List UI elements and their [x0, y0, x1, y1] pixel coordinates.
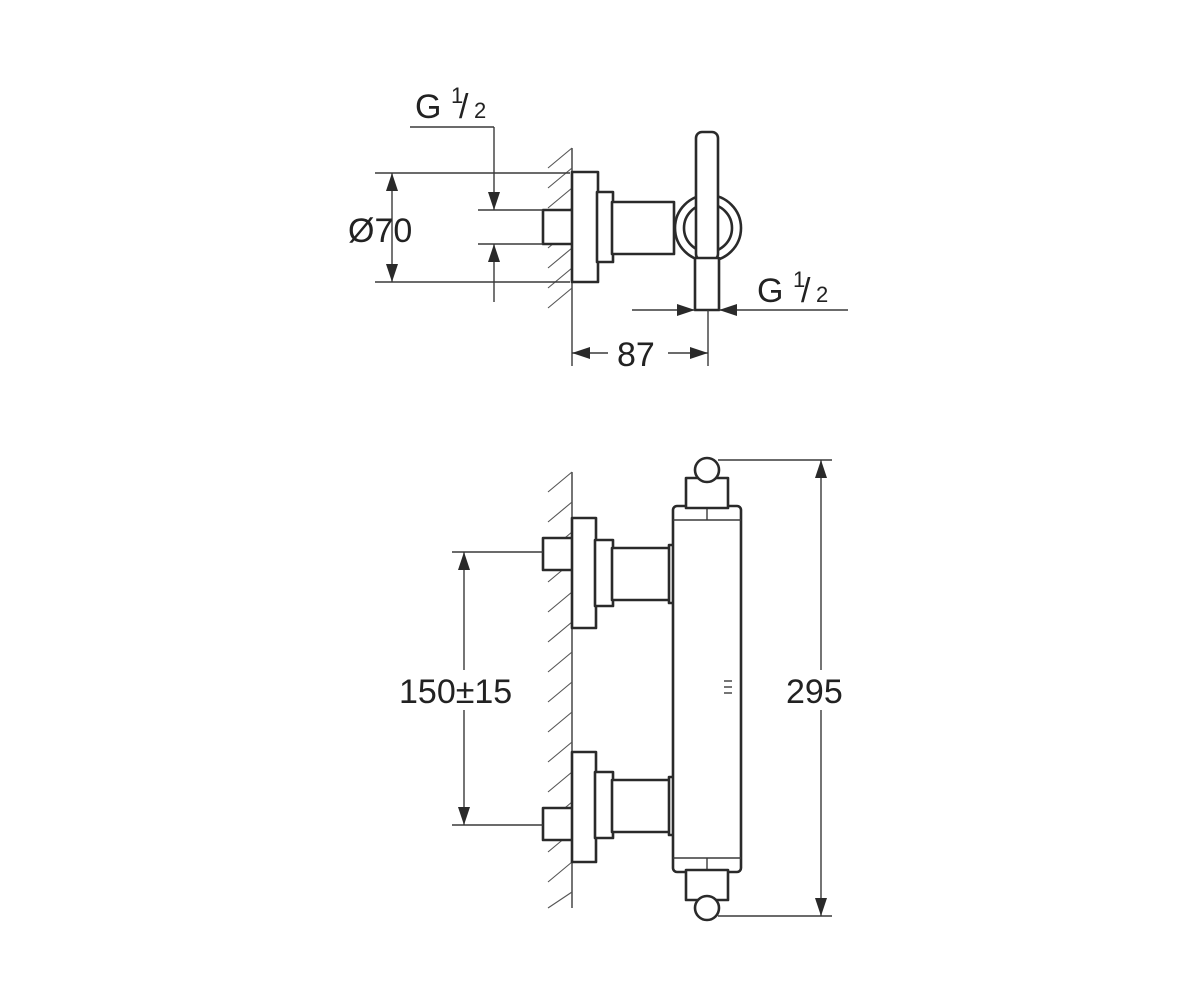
dimension-outlet-thread	[632, 304, 848, 316]
inlet-nipple-top	[541, 208, 575, 246]
dimension-diameter	[375, 172, 570, 283]
inlet-spacing-label-bg	[396, 670, 528, 710]
mixer-body-front	[671, 504, 743, 874]
height-label-bg	[782, 670, 848, 710]
inlet-thread-slash: /	[459, 88, 469, 126]
connector-arm-top	[610, 200, 676, 256]
rosette-top	[570, 170, 600, 284]
top-view: Ø70 G 1 / 2 G 1 / 2	[348, 83, 848, 374]
outlet-thread-slash: /	[801, 272, 811, 310]
body-marker	[724, 680, 732, 694]
inlet-thread-denominator: 2	[474, 98, 486, 123]
dimension-inlet-thread	[410, 126, 543, 302]
depth-label: 87	[617, 336, 655, 374]
inlet-thread-g: G	[415, 88, 441, 126]
outlet-thread-numerator: 1	[793, 267, 805, 292]
top-cap	[684, 456, 730, 510]
rosette-ring-top	[595, 190, 615, 264]
height-label: 295	[786, 673, 843, 711]
outlet-top	[693, 256, 721, 312]
handle-top	[694, 130, 720, 262]
diameter-label: Ø70	[348, 212, 412, 250]
outlet-thread-denominator: 2	[816, 282, 828, 307]
bottom-cap	[684, 868, 730, 922]
outlet-thread-g: G	[757, 272, 783, 310]
inlet-thread-numerator: 1	[451, 83, 463, 108]
depth-label-bg	[608, 332, 668, 372]
inlet-spacing-label: 150±15	[399, 673, 512, 711]
front-view: 150±15 295	[396, 456, 848, 922]
